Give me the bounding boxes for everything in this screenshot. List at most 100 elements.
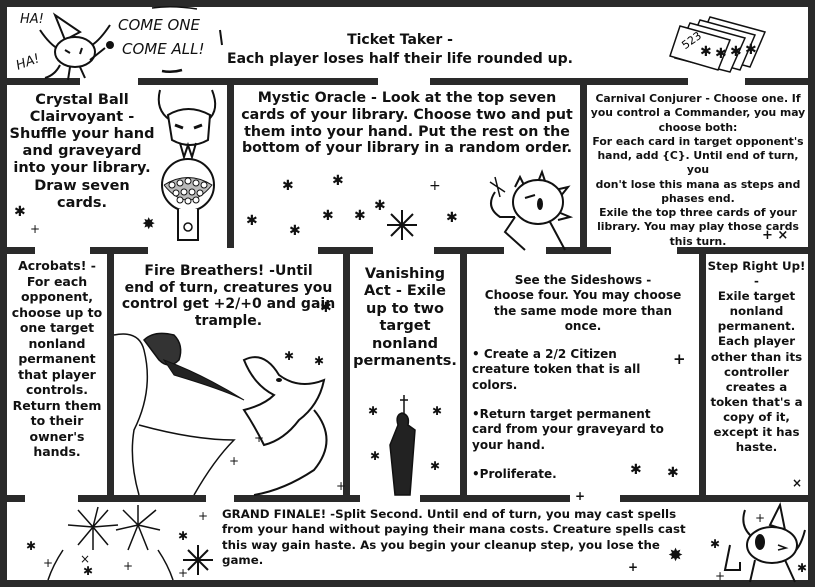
text-line: •Return target permanent [472, 407, 651, 422]
imp-thumbs-up-icon: ✱++✱ [710, 501, 807, 583]
svg-text:✱: ✱ [26, 539, 36, 553]
text-line: See the Sideshows - [514, 273, 652, 287]
text-line: nonland [28, 335, 86, 351]
text-line: control get +2/+0 and gain [121, 296, 336, 313]
text-line: • Create a 2/2 Citizen [472, 347, 617, 361]
text-line: trample. [194, 312, 263, 329]
svg-text:✱: ✱ [715, 46, 727, 62]
text-line: permanent. [717, 319, 796, 334]
svg-text:×: × [80, 552, 90, 566]
ticket-taker-title: Ticket Taker - [347, 32, 453, 48]
divider [0, 247, 35, 254]
laugh-text: HA! [20, 12, 44, 27]
speech-text: COME ONE [118, 16, 200, 34]
text-line: colors. [472, 377, 518, 392]
starfield-icon: ✱✱✱ ✱✱✱ ✱+✱ [246, 173, 458, 240]
text-line: creature token that is all [472, 362, 641, 377]
skull-gumball-machine-icon [157, 89, 217, 241]
svg-text:✱: ✱ [430, 459, 440, 473]
text-line: nonland [371, 335, 439, 352]
sun-creature-icon [489, 169, 574, 251]
text-line: controller [724, 364, 789, 379]
svg-text:+: + [755, 511, 765, 525]
crystal-ball-text: Crystal Ball Clairvoyant - Shuffle your … [8, 92, 156, 212]
text-line: the same mode more than [493, 303, 673, 318]
text-line: game. [222, 552, 264, 567]
text-line: controls. [25, 382, 89, 397]
svg-text:✱: ✱ [83, 564, 93, 578]
sparkle-icon: ✱ [630, 462, 642, 478]
text-line: For each card in target opponent's [592, 134, 804, 148]
divider [0, 78, 80, 85]
sparkle-icon: + × [762, 228, 789, 243]
text-line: one target [19, 320, 95, 335]
magic-wand-hand-icon: ✱✱✱✱ [368, 395, 442, 496]
divider [699, 247, 706, 499]
svg-text:+: + [229, 454, 239, 468]
divider [0, 495, 25, 502]
text-line: except it has [713, 425, 800, 440]
text-line: end of turn, creatures you [124, 279, 333, 296]
text-line: Exile target [717, 289, 796, 304]
divider [460, 247, 467, 499]
text-line: opponent, [20, 289, 94, 304]
text-line: Acrobats! - [18, 258, 96, 273]
text-line: Each player [717, 334, 796, 349]
sideshows-modes: • Create a 2/2 Citizen creature token th… [472, 347, 697, 483]
divider [677, 247, 815, 254]
sparkle-icon: ✱ [667, 465, 679, 481]
svg-text:✱: ✱ [332, 173, 344, 189]
svg-text:+: + [336, 479, 346, 493]
ticket-taker-text: Each player loses half their life rounde… [227, 51, 573, 67]
divider [430, 78, 688, 85]
text-line: card from your graveyard to [472, 422, 664, 437]
text-line: once. [564, 319, 602, 334]
svg-text:✱: ✱ [710, 537, 720, 551]
text-line: nonland [729, 304, 784, 319]
divider [620, 495, 815, 502]
text-line: - [754, 274, 759, 289]
divider [107, 247, 114, 499]
divider [745, 78, 815, 85]
text-line: creates a [725, 379, 788, 394]
svg-text:+: + [715, 569, 725, 583]
text-line: haste. [735, 440, 778, 455]
speech-bubble-icon [151, 5, 223, 74]
sparkle-icon: ✱ [14, 204, 26, 220]
sparkle-icon: + [30, 222, 41, 236]
divider [138, 78, 378, 85]
divider [234, 495, 360, 502]
svg-text:✱: ✱ [282, 178, 294, 194]
text-line: from your hand without paying their mana… [222, 522, 686, 537]
text-line: other than its [710, 349, 803, 364]
text-line: Vanishing [364, 266, 446, 282]
text-line: For each [26, 273, 88, 289]
text-line: Choose four. You may choose [484, 288, 682, 303]
text-line: choose up to [11, 304, 103, 320]
svg-text:+: + [43, 556, 53, 570]
sparkle-icon: ✸ [668, 545, 684, 566]
svg-text:✱: ✱ [446, 210, 458, 226]
text-line: them into your hand. Put the rest on the [244, 123, 570, 140]
text-line: Fire Breathers! -Until [144, 263, 313, 279]
text-line: up to two [366, 300, 444, 317]
svg-text:✱: ✱ [246, 213, 258, 229]
text-line: GRAND FINALE! -Split Second. Until end o… [222, 507, 677, 521]
text-line: that player [18, 366, 96, 382]
text-line: Shuffle your hand [9, 126, 155, 143]
sparkle-icon: ✱ [320, 300, 332, 316]
text-line: cards of your library. Choose two and pu… [241, 106, 573, 123]
svg-text:✱: ✱ [314, 354, 324, 368]
svg-text:+: + [123, 559, 133, 573]
divider [90, 247, 148, 254]
carnival-conjurer-text: Carnival Conjurer - Choose one. If you c… [588, 92, 808, 249]
svg-text:✱: ✱ [354, 208, 366, 224]
text-line: token that's a [710, 394, 803, 409]
sparkle-icon: × [792, 476, 803, 490]
fire-breathers-text: Fire Breathers! -Until end of turn, crea… [114, 263, 343, 329]
divider [546, 247, 611, 254]
mode-create-token: • Create a 2/2 Citizen creature token th… [472, 347, 697, 393]
svg-text:✱: ✱ [289, 223, 301, 239]
text-line: you control a Commander, you may [590, 106, 806, 120]
mystic-oracle-text: Mystic Oracle - Look at the top seven ca… [234, 90, 580, 157]
